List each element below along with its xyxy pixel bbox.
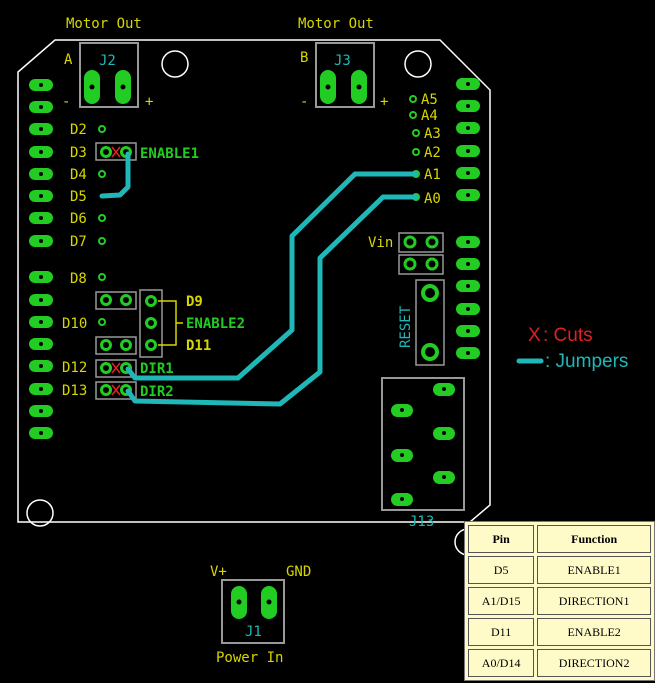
j3-connector: J3 bbox=[315, 42, 375, 108]
board-outline bbox=[17, 39, 491, 523]
legend-cut-mark: X bbox=[528, 325, 541, 346]
jumper-wires bbox=[99, 151, 419, 407]
pin-label-d8: D8 bbox=[70, 271, 87, 287]
table-cell-function: ENABLE2 bbox=[537, 618, 651, 646]
jumper-wire-dir1 bbox=[125, 171, 419, 381]
dir1-label: DIR1 bbox=[140, 361, 174, 377]
j3-label: J3 bbox=[334, 53, 351, 69]
pin-label-a3: A3 bbox=[424, 126, 441, 142]
j13-connector: J13 bbox=[381, 377, 465, 530]
mounting-hole bbox=[161, 50, 189, 78]
jumper-wire-dir2 bbox=[125, 194, 419, 407]
reset-label: RESET bbox=[398, 305, 414, 348]
vin-header bbox=[398, 232, 444, 275]
j3-minus-label: - bbox=[300, 94, 308, 110]
pin-label-a5: A5 bbox=[421, 92, 438, 108]
j13-label: J13 bbox=[409, 514, 434, 530]
table-cell-pin: D11 bbox=[468, 618, 535, 646]
j1-label: J1 bbox=[245, 624, 262, 640]
channel-a-label: A bbox=[64, 52, 73, 68]
pin-label-a2: A2 bbox=[424, 145, 441, 161]
pin-label-d7: D7 bbox=[70, 234, 87, 250]
motor-out-left-label: Motor Out bbox=[66, 16, 142, 32]
pin-label-d5: D5 bbox=[70, 189, 87, 205]
table-header-function: Function bbox=[537, 525, 651, 553]
jumper-row-d9 bbox=[95, 291, 137, 355]
pin-label-d4: D4 bbox=[70, 167, 87, 183]
table-row: D5 ENABLE1 bbox=[468, 556, 651, 584]
table-row: D11 ENABLE2 bbox=[468, 618, 651, 646]
mounting-hole bbox=[404, 50, 432, 78]
pin-label-d12: D12 bbox=[62, 360, 87, 376]
legend-cuts-label: : Cuts bbox=[543, 325, 593, 346]
j2-minus-label: - bbox=[62, 94, 70, 110]
jumper-enable1: ENABLE1 bbox=[95, 142, 199, 162]
jumper-wire-enable1 bbox=[99, 151, 131, 199]
pin-label-a1: A1 bbox=[424, 167, 441, 183]
table-header-pin: Pin bbox=[468, 525, 535, 553]
pin-label-d2: D2 bbox=[70, 122, 87, 138]
table-row: A1/D15 DIRECTION1 bbox=[468, 587, 651, 615]
j2-plus-label: + bbox=[145, 94, 153, 110]
pin-label-a0: A0 bbox=[424, 191, 441, 207]
pin-label-d3: D3 bbox=[70, 145, 87, 161]
j1-connector: J1 bbox=[221, 579, 285, 644]
j3-plus-label: + bbox=[380, 94, 388, 110]
d9-label: D9 bbox=[186, 294, 203, 310]
table-cell-pin: A0/D14 bbox=[468, 649, 535, 677]
table-header-row: Pin Function bbox=[468, 525, 651, 553]
dir2-label: DIR2 bbox=[140, 384, 174, 400]
pin-label-a4: A4 bbox=[421, 108, 438, 124]
jumper-dir2: DIR2 bbox=[95, 381, 174, 400]
d11-label: D11 bbox=[186, 338, 211, 354]
cut-marks bbox=[111, 146, 121, 396]
jumper-enable2-selector: D9 ENABLE2 D11 bbox=[139, 289, 245, 358]
power-in-label: Power In bbox=[216, 650, 283, 666]
channel-b-label: B bbox=[300, 50, 308, 66]
enable1-label: ENABLE1 bbox=[140, 146, 199, 162]
motor-out-right-label: Motor Out bbox=[298, 16, 374, 32]
reset-button-footprint: RESET bbox=[398, 279, 445, 366]
enable2-label: ENABLE2 bbox=[186, 316, 245, 332]
mounting-hole bbox=[26, 499, 54, 527]
right-header-pads bbox=[456, 78, 480, 359]
pin-label-d10: D10 bbox=[62, 316, 87, 332]
jumper-dir1: DIR1 bbox=[95, 359, 174, 378]
legend-jumpers-label: : Jumpers bbox=[545, 351, 628, 372]
pin-label-d13: D13 bbox=[62, 383, 87, 399]
legend: X : Cuts : Jumpers bbox=[516, 325, 628, 372]
table-cell-function: ENABLE1 bbox=[537, 556, 651, 584]
table-cell-function: DIRECTION2 bbox=[537, 649, 651, 677]
left-header-pads bbox=[29, 79, 53, 439]
j2-connector: J2 bbox=[79, 42, 139, 108]
table-cell-pin: D5 bbox=[468, 556, 535, 584]
table-cell-function: DIRECTION1 bbox=[537, 587, 651, 615]
pin-function-table: Pin Function D5 ENABLE1 A1/D15 DIRECTION… bbox=[464, 521, 655, 681]
pin-label-d6: D6 bbox=[70, 211, 87, 227]
vplus-label: V+ bbox=[210, 564, 227, 580]
table-row: A0/D14 DIRECTION2 bbox=[468, 649, 651, 677]
vin-label: Vin bbox=[368, 235, 393, 251]
table-cell-pin: A1/D15 bbox=[468, 587, 535, 615]
gnd-label: GND bbox=[286, 564, 311, 580]
j2-label: J2 bbox=[99, 53, 116, 69]
